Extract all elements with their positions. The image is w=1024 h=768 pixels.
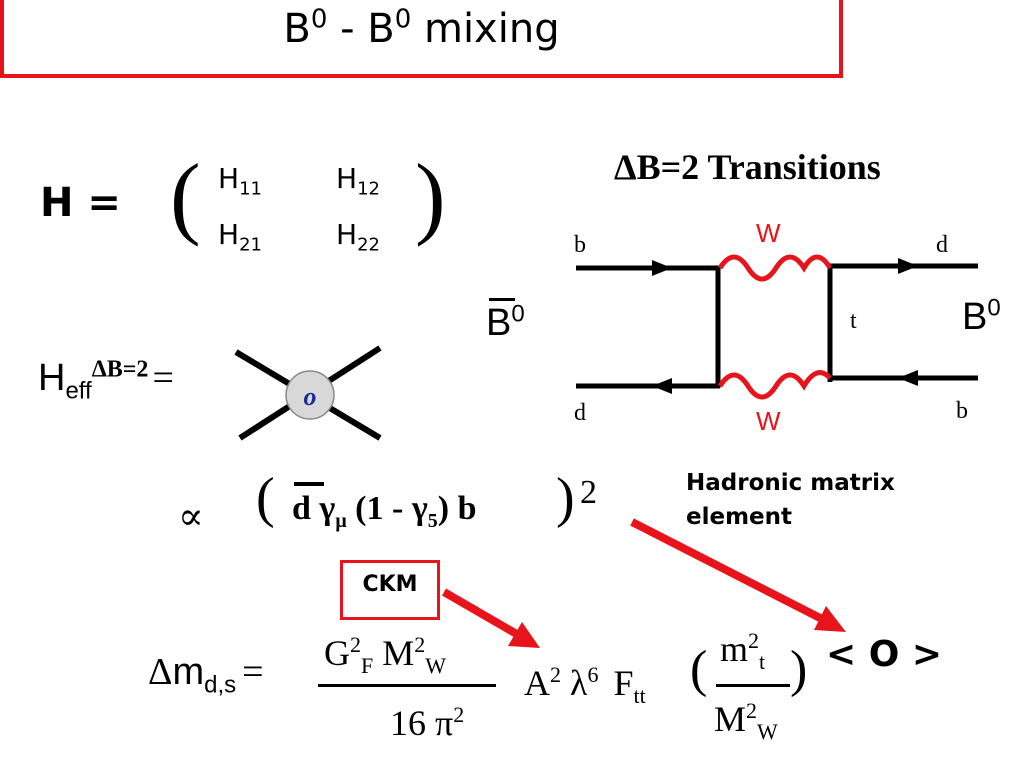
- quark-label-t: t: [850, 308, 857, 334]
- quark-label-d-in: d: [574, 400, 586, 426]
- expr-left-paren: (: [256, 467, 275, 529]
- expr-right-paren: ): [556, 467, 575, 529]
- quark-label-b-in: b: [574, 232, 586, 258]
- anti-b0-meson: B0: [486, 300, 525, 344]
- quark-label-b-out: b: [956, 398, 968, 424]
- arrow-b-out: [898, 370, 918, 386]
- fraction-denominator: 16 π2: [390, 702, 465, 743]
- title-frame: [0, 0, 843, 78]
- b0-meson: B0: [962, 294, 1001, 338]
- bbar-overline: [489, 298, 515, 301]
- proportional-symbol: ∝: [178, 496, 204, 538]
- ratio-denominator: M2W: [714, 698, 778, 745]
- ratio-fraction-bar: [716, 684, 790, 687]
- expr-power: 2: [580, 474, 597, 511]
- fraction-bar: [318, 684, 496, 687]
- matrix-element-h21: H21: [218, 218, 262, 256]
- matrix-element-h22: H22: [336, 218, 380, 256]
- ckm-box: [340, 560, 440, 620]
- current-expression: d γμ (1 - γ5) b: [292, 490, 477, 532]
- arrow-hadronic-shaft: [630, 518, 826, 624]
- arrow-hadronic-head: [814, 606, 846, 632]
- matrix-left-paren: (: [170, 145, 201, 247]
- box-diagram: [576, 254, 978, 400]
- diagram-title: ΔB=2 Transitions: [614, 147, 881, 187]
- arrow-d-in: [652, 378, 672, 394]
- h-eff-label: HeffΔB=2=: [38, 356, 174, 405]
- arrow-ckm-head: [508, 622, 540, 648]
- ratio-numerator: m2t: [720, 628, 766, 675]
- slide-title: B0 - B0 mixing: [283, 4, 560, 52]
- w-label-top: W: [756, 218, 781, 248]
- ratio-left-paren: (: [690, 641, 708, 698]
- arrow-d-out: [898, 258, 918, 274]
- fraction-numerator: G2F M2W: [324, 632, 447, 679]
- matrix-element-h12: H12: [336, 162, 380, 200]
- matrix-element-h11: H11: [218, 162, 262, 200]
- w-label-bottom: W: [756, 406, 781, 436]
- hadronic-matrix-label: Hadronic matrix element: [686, 470, 895, 530]
- hamiltonian-lhs: H =: [40, 180, 121, 226]
- quark-label-d-out: d: [936, 232, 948, 258]
- ckm-factors: A2 λ6 Ftt: [524, 662, 646, 709]
- four-fermion-vertex: o: [234, 345, 382, 441]
- matrix-right-paren: ): [415, 145, 446, 247]
- vertex-blob: [285, 370, 335, 420]
- w-boson-bottom: [717, 370, 832, 400]
- arrow-ckm-shaft: [441, 588, 523, 640]
- vertex-operator-label: o: [304, 382, 317, 411]
- delta-m-lhs: Δmd,s=: [148, 651, 264, 699]
- d-bar-overline: [294, 482, 324, 486]
- w-boson-top: [717, 254, 833, 282]
- operator-expectation: < O >: [826, 634, 942, 675]
- arrow-b-in: [652, 260, 672, 276]
- ckm-label: CKM: [362, 572, 418, 597]
- ratio-right-paren: ): [790, 641, 808, 698]
